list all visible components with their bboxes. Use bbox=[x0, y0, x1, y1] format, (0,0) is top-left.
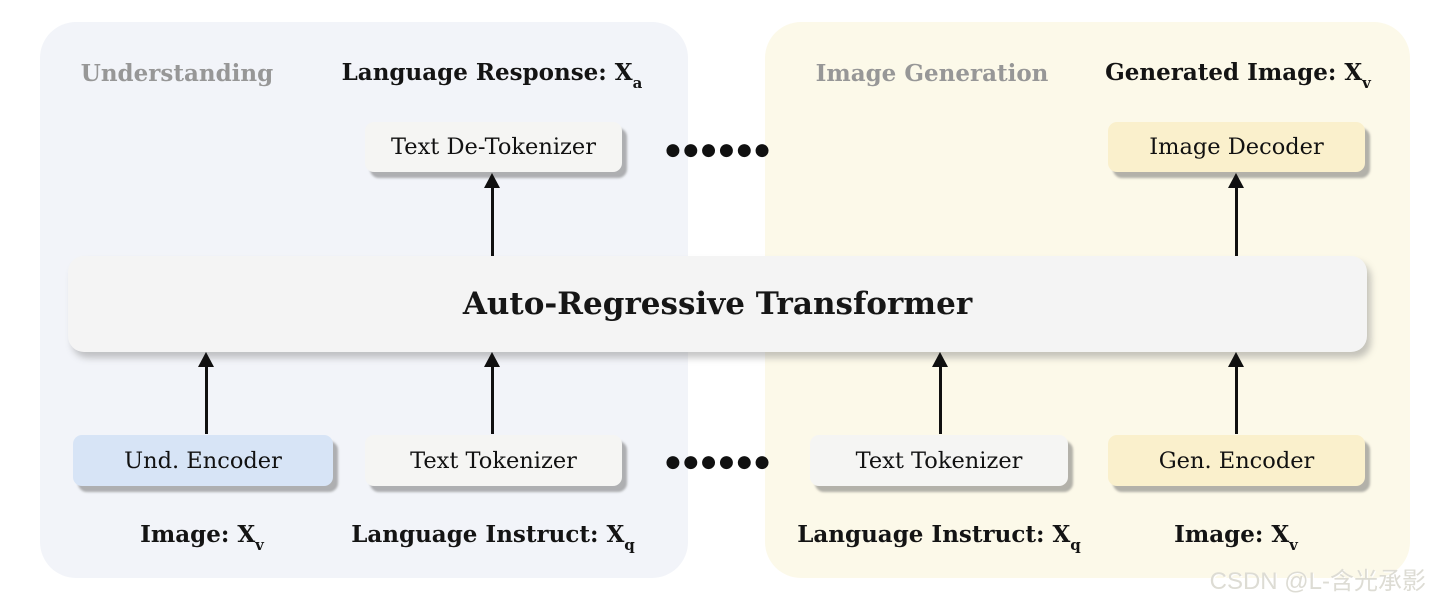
ellipsis-dots-bottom: ●●●●●● bbox=[665, 452, 773, 472]
image-input-subscript: v bbox=[1289, 535, 1298, 554]
arrow-shaft bbox=[204, 367, 208, 434]
arrow-und-encoder-to-transformer bbox=[197, 352, 215, 434]
language-response-subscript: a bbox=[632, 73, 643, 92]
language-response-text: Language Response: X bbox=[341, 59, 633, 86]
arrow-shaft bbox=[1234, 367, 1238, 434]
image-input-subscript: v bbox=[255, 535, 264, 554]
arrowhead-icon bbox=[484, 173, 500, 188]
arrowhead-icon bbox=[198, 352, 214, 367]
csdn-watermark: CSDN @L-含光承影 bbox=[1209, 568, 1426, 595]
language-instruct-label-right: Language Instruct: Xq bbox=[797, 521, 1081, 554]
generated-image-text: Generated Image: X bbox=[1105, 59, 1363, 86]
language-instruct-text: Language Instruct: X bbox=[797, 521, 1071, 548]
arrowhead-icon bbox=[1228, 352, 1244, 367]
image-input-label-left: Image: Xv bbox=[140, 521, 264, 554]
und-encoder-box: Und. Encoder bbox=[73, 435, 333, 486]
language-response-label: Language Response: Xa bbox=[341, 59, 643, 92]
image-input-label-right: Image: Xv bbox=[1174, 521, 1298, 554]
image-generation-title: Image Generation bbox=[815, 60, 1049, 87]
text-detokenizer-box: Text De-Tokenizer bbox=[365, 122, 622, 172]
arrow-text-tokenizer-left-to-transformer bbox=[483, 352, 501, 434]
arrow-transformer-to-text-detokenizer bbox=[483, 173, 501, 256]
language-instruct-label-left: Language Instruct: Xq bbox=[351, 521, 635, 554]
language-instruct-subscript: q bbox=[1070, 535, 1081, 554]
image-decoder-box: Image Decoder bbox=[1108, 122, 1365, 172]
arrow-transformer-to-image-decoder bbox=[1227, 173, 1245, 256]
image-input-text: Image: X bbox=[140, 521, 256, 548]
text-tokenizer-box-right: Text Tokenizer bbox=[810, 435, 1068, 486]
arrow-shaft bbox=[938, 367, 942, 434]
arrowhead-icon bbox=[484, 352, 500, 367]
language-instruct-text: Language Instruct: X bbox=[351, 521, 625, 548]
generated-image-subscript: v bbox=[1362, 73, 1371, 92]
arrowhead-icon bbox=[932, 352, 948, 367]
arrow-gen-encoder-to-transformer bbox=[1227, 352, 1245, 434]
image-input-text: Image: X bbox=[1174, 521, 1290, 548]
arrow-text-tokenizer-right-to-transformer bbox=[931, 352, 949, 434]
arrow-shaft bbox=[1234, 188, 1238, 256]
arrow-shaft bbox=[490, 188, 494, 256]
gen-encoder-box: Gen. Encoder bbox=[1108, 435, 1365, 486]
language-instruct-subscript: q bbox=[624, 535, 635, 554]
arrow-shaft bbox=[490, 367, 494, 434]
arrowhead-icon bbox=[1228, 173, 1244, 188]
generated-image-label: Generated Image: Xv bbox=[1105, 59, 1371, 92]
understanding-title: Understanding bbox=[80, 60, 274, 87]
auto-regressive-transformer-bar: Auto-Regressive Transformer bbox=[68, 256, 1367, 352]
ellipsis-dots-top: ●●●●●● bbox=[665, 140, 773, 160]
text-tokenizer-box-left: Text Tokenizer bbox=[365, 435, 622, 486]
